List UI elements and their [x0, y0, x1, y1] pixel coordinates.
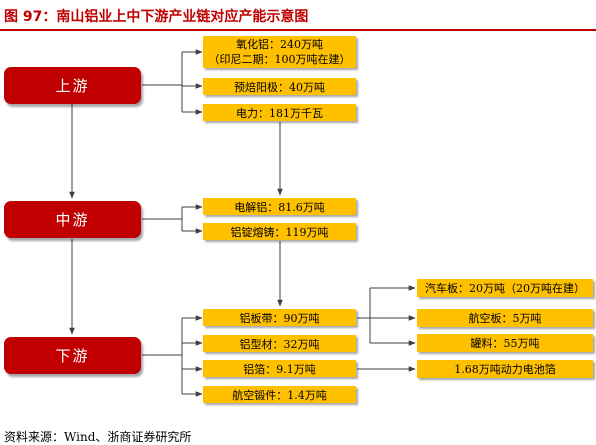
node-power: 电力：181万千瓦 [203, 104, 356, 121]
node-alumina: 氧化铝：240万吨 （印尼二期：100万吨在建） [203, 36, 356, 68]
page-title: 图 97：南山铝业上中下游产业链对应产能示意图 [4, 9, 309, 25]
stage-downstream: 下游 [4, 337, 141, 374]
node-aluminum-foil: 铝箔：9.1万吨 [203, 360, 356, 377]
node-ingot-casting: 铝锭熔铸：119万吨 [203, 223, 356, 240]
node-aluminum-strip: 铝板带：90万吨 [203, 309, 356, 326]
node-battery-foil: 1.68万吨动力电池箔 [417, 360, 593, 378]
title-divider [0, 29, 596, 31]
stage-midstream: 中游 [4, 201, 141, 238]
node-aluminum-profile: 铝型材：32万吨 [203, 335, 356, 352]
node-auto-sheet: 汽车板：20万吨（20万吨在建） [417, 279, 593, 297]
node-can-stock: 罐料：55万吨 [417, 334, 593, 352]
node-electrolytic-aluminum: 电解铝：81.6万吨 [203, 198, 356, 215]
node-alumina-capacity: 氧化铝：240万吨 [236, 38, 323, 51]
node-anode: 预焙阳极：40万吨 [203, 78, 356, 95]
stage-upstream: 上游 [4, 67, 141, 104]
node-aviation-sheet: 航空板：5万吨 [417, 309, 593, 327]
node-aviation-forging: 航空锻件：1.4万吨 [203, 386, 356, 403]
source-note: 资料来源：Wind、浙商证券研究所 [4, 430, 192, 444]
node-alumina-indonesia: （印尼二期：100万吨在建） [208, 53, 351, 66]
